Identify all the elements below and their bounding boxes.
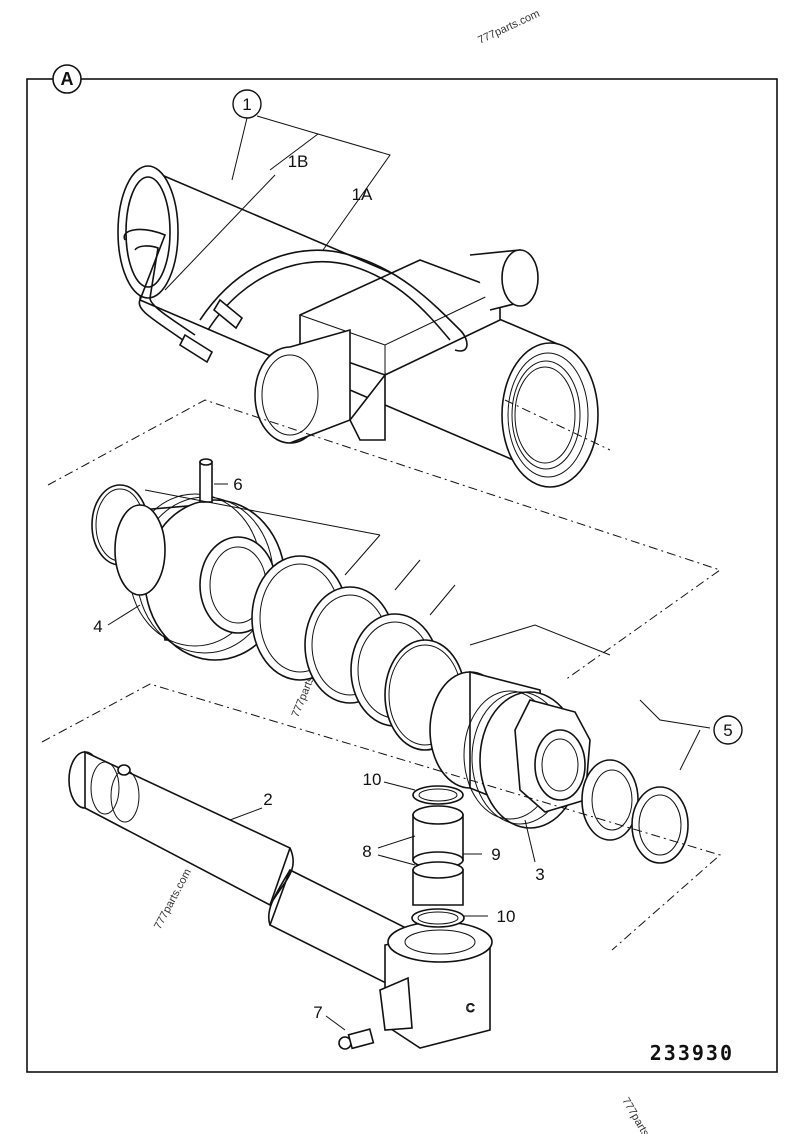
callout-5-leaders (144, 489, 711, 771)
diagram-frame (26, 78, 778, 1073)
callout-7: 7 (313, 1003, 346, 1031)
wiper-seal (631, 786, 689, 864)
piston-rod (68, 750, 421, 992)
seal-kit-boundary (47, 399, 722, 681)
callout-4: 4 (93, 604, 141, 636)
rod-eye: C (379, 921, 493, 1049)
cylinder-barrel (117, 165, 611, 488)
callout-5: 5 (713, 715, 743, 745)
callout-10-bottom: 10 (464, 907, 515, 926)
svg-text:4: 4 (93, 617, 102, 636)
callout-3: 3 (524, 819, 545, 884)
drawing-number: 233930 (650, 1041, 734, 1065)
callout-1a: 1A (352, 185, 373, 204)
callout-2: 2 (229, 790, 273, 821)
callout-1b: 1B (164, 152, 309, 291)
callout-10-top: 10 (363, 770, 416, 791)
rod-boundary (41, 683, 722, 951)
locking-pin (199, 458, 213, 503)
watermark-top: 777parts.com (476, 8, 541, 47)
svg-text:5: 5 (723, 721, 732, 740)
section-label: A (52, 64, 82, 94)
svg-text:8: 8 (362, 842, 371, 861)
svg-text:A: A (61, 69, 74, 89)
gland-seal-ring (581, 759, 639, 841)
callout-6: 6 (214, 475, 243, 494)
svg-text:7: 7 (313, 1003, 322, 1022)
svg-text:1B: 1B (288, 152, 309, 171)
svg-text:1: 1 (242, 95, 251, 114)
callout-9: 9 (463, 845, 501, 864)
svg-text:10: 10 (363, 770, 382, 789)
svg-text:3: 3 (535, 865, 544, 884)
watermark-left: 777parts.com (152, 867, 194, 931)
watermark-bottom: 777parts (619, 1096, 651, 1134)
svg-text:C: C (466, 1001, 475, 1015)
callout-1: 1 (231, 89, 391, 251)
svg-text:2: 2 (263, 790, 272, 809)
svg-text:6: 6 (233, 475, 242, 494)
hose-pipe-1a (199, 249, 468, 352)
svg-text:10: 10 (497, 907, 516, 926)
callout-8: 8 (362, 835, 416, 866)
hose-pipe-1b (123, 228, 214, 364)
bushing-stack (411, 785, 465, 928)
piston (114, 493, 286, 661)
grease-nipple (338, 1028, 375, 1050)
svg-text:1A: 1A (352, 185, 373, 204)
svg-text:9: 9 (491, 845, 500, 864)
cylinder-head-gland (429, 670, 591, 829)
